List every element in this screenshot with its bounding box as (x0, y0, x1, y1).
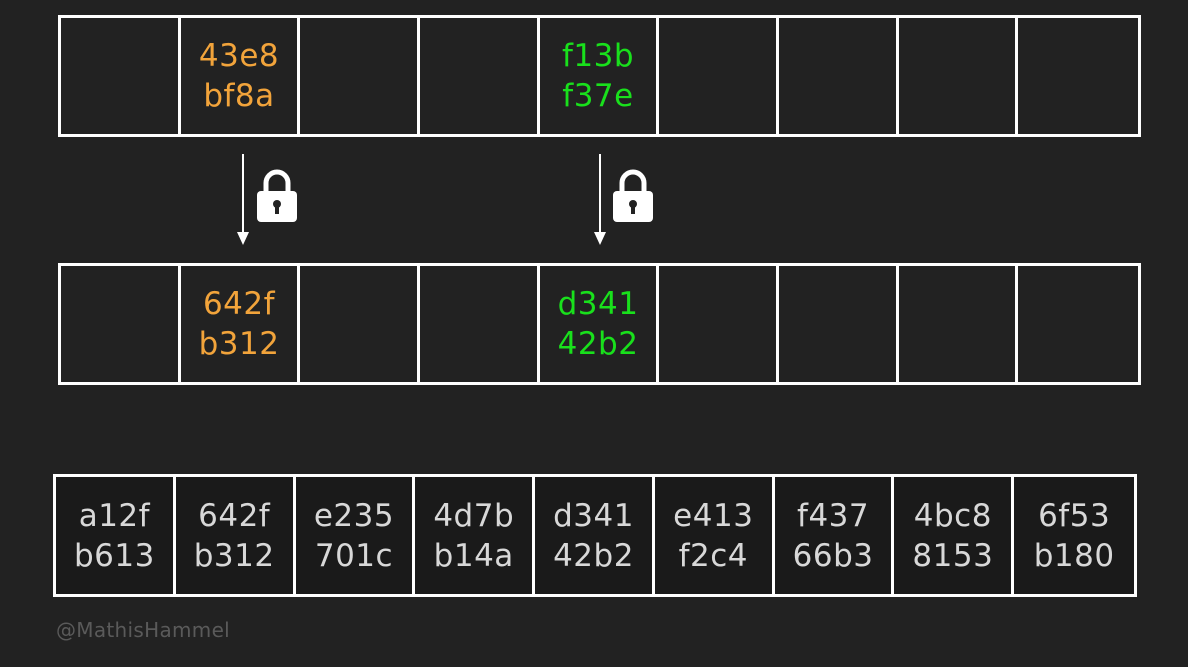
hash-text: b613 (73, 537, 155, 574)
hash-text: f2c4 (678, 537, 748, 574)
lock-icon (257, 169, 297, 222)
hash-text: 4d7b (433, 497, 515, 534)
hash-text: 43e8 (198, 38, 280, 74)
middle-row-cell (659, 266, 780, 382)
hash-text: e413 (673, 497, 754, 534)
hash-text: d341 (553, 497, 634, 534)
middle-row-cell (61, 266, 181, 382)
middle-row-cell (779, 266, 899, 382)
hash-text: 42b2 (557, 326, 639, 362)
middle-row-cell: d341 42b2 (540, 266, 660, 382)
hash-text: a12f (78, 497, 151, 534)
top-row-cell: 43e8 bf8a (181, 18, 301, 134)
top-row-cell (659, 18, 780, 134)
middle-row-cell: 642f b312 (181, 266, 301, 382)
middle-row-cell (899, 266, 1019, 382)
top-row-cell: f13b f37e (540, 18, 660, 134)
hash-text: 642f (202, 286, 276, 322)
hash-text: 642f (198, 497, 271, 534)
hash-text: 8153 (912, 537, 994, 574)
hash-text: b14a (433, 537, 514, 574)
arrow-down-icon (237, 154, 249, 245)
hash-text: f13b (562, 38, 635, 74)
middle-row-cell (300, 266, 421, 382)
hash-text: 701c (314, 537, 394, 574)
middle-row-cell (1018, 266, 1142, 382)
top-row-cell (1018, 18, 1142, 134)
middle-row: 642f b312 d341 42b2 (58, 263, 1142, 385)
hash-text: e235 (313, 497, 395, 534)
hash-text: b312 (193, 537, 275, 574)
hash-text: f37e (562, 78, 634, 114)
hash-text: bf8a (203, 78, 275, 114)
hash-text: 4bc8 (913, 497, 992, 534)
hash-text: 6f53 (1038, 497, 1111, 534)
author-handle: @MathisHammel (56, 618, 231, 642)
arrow-down-icon (594, 154, 606, 245)
lock-icon (613, 169, 653, 222)
top-row: 43e8 bf8a f13b f37e (58, 15, 1142, 137)
top-row-cell (300, 18, 421, 134)
hash-text: d341 (557, 286, 639, 322)
hash-text: b312 (198, 326, 280, 362)
top-row-cell (899, 18, 1019, 134)
hash-text: f437 (797, 497, 870, 534)
top-row-cell (779, 18, 899, 134)
top-row-cell (420, 18, 540, 134)
middle-row-cell (420, 266, 540, 382)
hash-text: 66b3 (792, 537, 874, 574)
top-row-cell (61, 18, 181, 134)
hash-text: 42b2 (553, 537, 634, 574)
hash-text: b180 (1033, 537, 1115, 574)
